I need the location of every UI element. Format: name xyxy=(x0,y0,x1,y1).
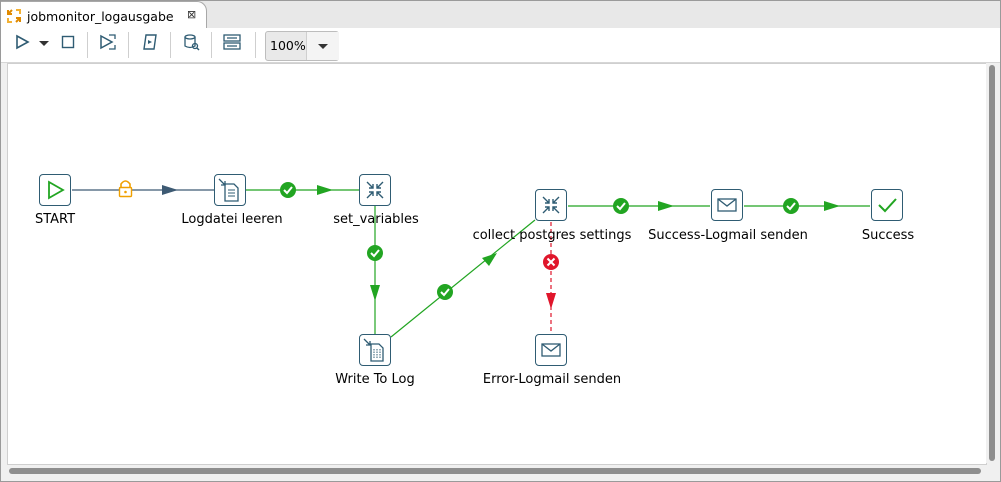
run-icon xyxy=(14,34,30,54)
run-dropdown-button[interactable] xyxy=(35,31,53,57)
arrow-head xyxy=(370,285,380,301)
success-check-icon xyxy=(367,245,383,261)
success-check-icon xyxy=(280,182,296,198)
sql-icon xyxy=(182,33,200,55)
replay-button[interactable] xyxy=(96,31,120,57)
success-check-icon xyxy=(437,284,453,300)
node-error-logmail-senden[interactable] xyxy=(535,334,567,366)
tab-jobmonitor[interactable]: jobmonitor_logausgabe ⊠ xyxy=(1,1,207,28)
checkmark-icon xyxy=(878,198,897,213)
node-logdatei-leeren[interactable] xyxy=(214,174,246,206)
error-x-icon xyxy=(543,254,559,270)
write-log-icon xyxy=(363,338,384,362)
arrow-head xyxy=(658,201,674,211)
node-label: Error-Logmail senden xyxy=(482,372,622,387)
toolbar-separator xyxy=(170,32,171,58)
node-start[interactable] xyxy=(39,174,71,206)
zoom-select[interactable]: 100% xyxy=(265,31,339,61)
success-check-icon xyxy=(783,198,799,214)
node-label: Success-Logmail senden xyxy=(648,228,808,243)
node-label: Success xyxy=(861,228,915,243)
replay-icon xyxy=(98,33,118,55)
node-success[interactable] xyxy=(871,189,903,221)
node-label: Logdatei leeren xyxy=(181,212,283,227)
arrow-head xyxy=(482,253,497,266)
verify-icon xyxy=(141,33,159,55)
node-collect-postgres-settings[interactable] xyxy=(535,189,567,221)
toolbar-separator xyxy=(87,32,88,58)
stop-button[interactable] xyxy=(57,31,79,57)
chevron-down-icon[interactable] xyxy=(306,32,339,60)
zoom-value: 100% xyxy=(270,38,306,53)
set-variables-icon xyxy=(542,196,560,214)
mail-icon xyxy=(541,343,561,357)
tab-bar: jobmonitor_logausgabe ⊠ xyxy=(1,1,1000,28)
success-check-icon xyxy=(613,198,629,214)
toolbar-separator xyxy=(128,32,129,58)
lock-icon xyxy=(118,180,133,198)
mail-icon xyxy=(717,198,737,212)
node-label: collect postgres settings xyxy=(472,228,632,243)
job-canvas[interactable]: START Logdatei leeren set_variables xyxy=(7,63,987,465)
sql-button[interactable] xyxy=(179,31,203,57)
node-write-to-log[interactable] xyxy=(359,334,391,366)
job-icon xyxy=(6,8,22,24)
start-icon xyxy=(48,180,65,200)
toolbar-separator xyxy=(211,32,212,58)
stop-icon xyxy=(60,34,76,54)
node-success-logmail-senden[interactable] xyxy=(711,189,743,221)
set-variables-icon xyxy=(366,181,384,199)
node-label: set_variables xyxy=(333,212,419,227)
horizontal-scrollbar[interactable] xyxy=(7,465,985,477)
run-button[interactable] xyxy=(11,31,33,57)
close-icon[interactable]: ⊠ xyxy=(187,8,197,21)
vertical-scrollbar[interactable] xyxy=(986,63,998,463)
arrow-head xyxy=(546,293,556,309)
tab-title: jobmonitor_logausgabe xyxy=(27,9,174,24)
node-set-variables[interactable] xyxy=(359,174,391,206)
verify-button[interactable] xyxy=(138,31,162,57)
layout-button[interactable] xyxy=(219,31,245,57)
run-dropdown-icon xyxy=(38,37,50,52)
arrow-head xyxy=(824,201,840,211)
scrollbar-thumb[interactable] xyxy=(989,65,995,461)
scrollbar-thumb[interactable] xyxy=(9,468,981,474)
toolbar: 100% xyxy=(1,28,1000,63)
node-label: START xyxy=(34,212,76,227)
arrow-head xyxy=(317,185,333,195)
hop-layer xyxy=(72,180,870,338)
hop-writelog-collect[interactable] xyxy=(390,219,536,338)
node-label: Write To Log xyxy=(335,372,415,387)
toolbar-separator xyxy=(255,32,256,58)
file-icon xyxy=(218,178,239,202)
layout-icon xyxy=(222,33,242,55)
arrow-head xyxy=(162,185,178,195)
